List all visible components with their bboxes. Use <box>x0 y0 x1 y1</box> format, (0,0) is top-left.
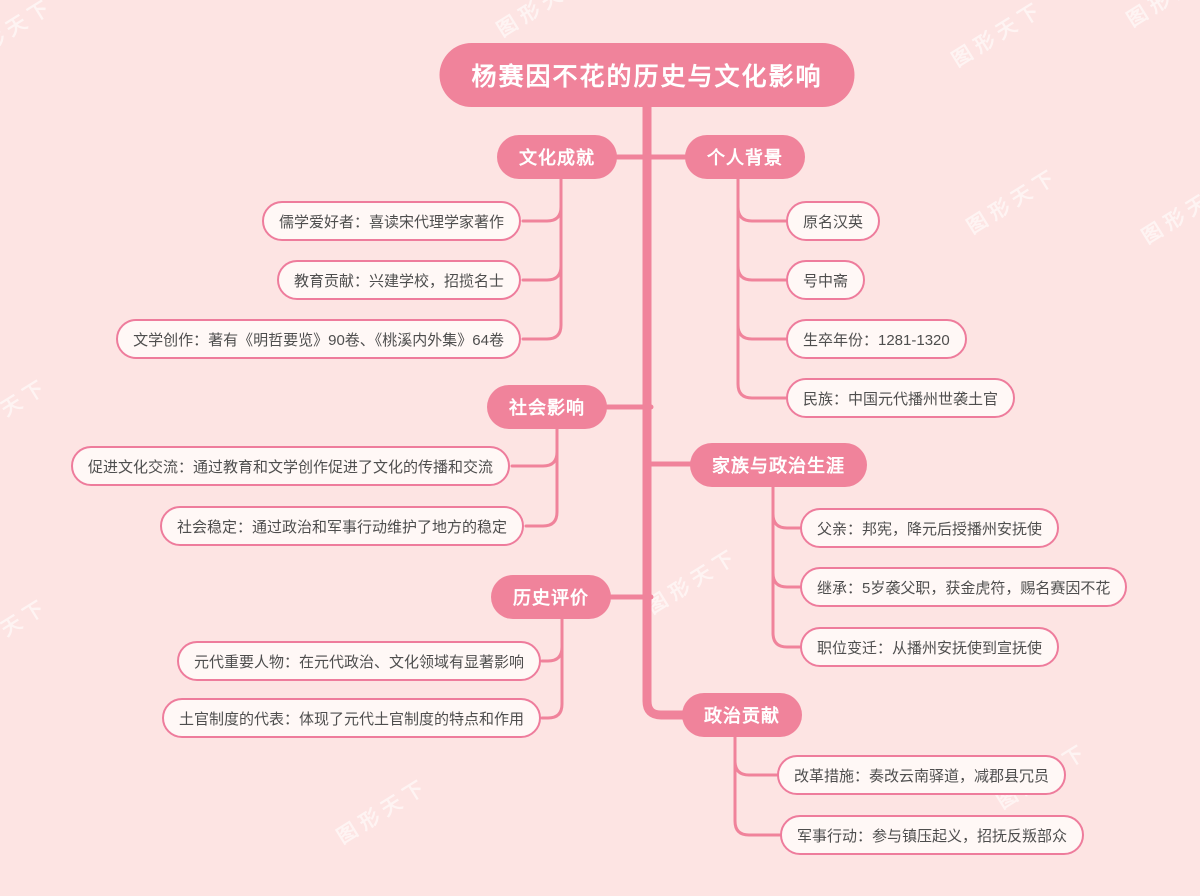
leaf-node[interactable]: 改革措施：奏改云南驿道，减郡县冗员 <box>777 755 1067 795</box>
topic-political-contributions[interactable]: 政治贡献 <box>682 693 802 737</box>
leaf-node[interactable]: 军事行动：参与镇压起义，招抚反叛部众 <box>780 815 1085 855</box>
topic-cultural-achievements[interactable]: 文化成就 <box>497 135 617 179</box>
topic-social-influence[interactable]: 社会影响 <box>487 385 607 429</box>
topic-historical-evaluation[interactable]: 历史评价 <box>491 575 611 619</box>
leaf-node[interactable]: 生卒年份：1281-1320 <box>786 319 967 359</box>
leaf-node[interactable]: 社会稳定：通过政治和军事行动维护了地方的稳定 <box>159 506 524 546</box>
leaf-node[interactable]: 促进文化交流：通过教育和文学创作促进了文化的传播和交流 <box>70 446 510 486</box>
leaf-node[interactable]: 儒学爱好者：喜读宋代理学家著作 <box>261 201 521 241</box>
leaf-node[interactable]: 父亲：邦宪，降元后授播州安抚使 <box>800 508 1060 548</box>
leaf-node[interactable]: 文学创作：著有《明哲要览》90卷、《桃溪内外集》64卷 <box>116 319 521 359</box>
leaf-node[interactable]: 元代重要人物：在元代政治、文化领域有显著影响 <box>176 641 541 681</box>
leaf-node[interactable]: 号中斋 <box>786 260 866 300</box>
leaf-node[interactable]: 职位变迁：从播州安抚使到宣抚使 <box>800 627 1060 667</box>
topic-family-political-career[interactable]: 家族与政治生涯 <box>690 443 867 487</box>
leaf-node[interactable]: 教育贡献：兴建学校，招揽名士 <box>276 260 521 300</box>
topic-personal-background[interactable]: 个人背景 <box>685 135 805 179</box>
leaf-node[interactable]: 继承：5岁袭父职，获金虎符，赐名赛因不花 <box>800 567 1128 607</box>
leaf-node[interactable]: 土官制度的代表：体现了元代土官制度的特点和作用 <box>161 698 541 738</box>
leaf-node[interactable]: 民族：中国元代播州世袭土官 <box>786 378 1016 418</box>
leaf-node[interactable]: 原名汉英 <box>786 201 881 241</box>
root-topic[interactable]: 杨赛因不花的历史与文化影响 <box>439 43 855 107</box>
